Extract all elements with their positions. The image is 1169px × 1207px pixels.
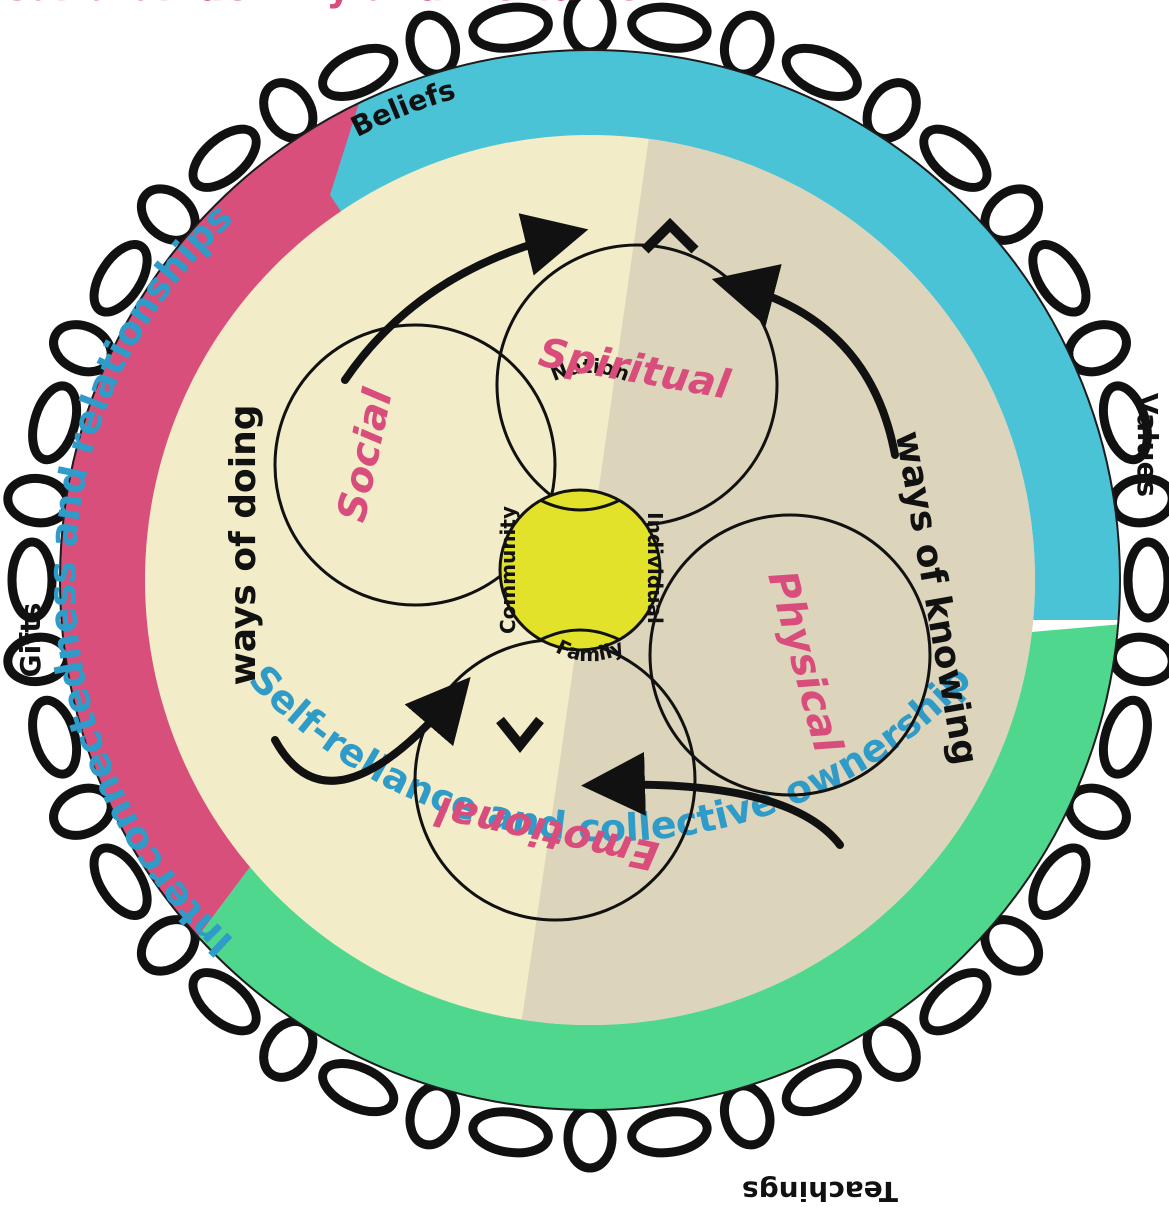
- chain-link: [470, 2, 551, 52]
- chain-link: [629, 2, 710, 52]
- band-label-cultural: Cultural identity and worldview: [0, 0, 676, 9]
- chain-label-teachings: Teachings: [742, 1175, 898, 1202]
- chain-link: [470, 1107, 551, 1157]
- chain-link: [568, 1108, 612, 1168]
- core-label-individual: Individual: [643, 512, 667, 624]
- chain-link: [629, 1107, 710, 1157]
- chain-link: [1109, 633, 1169, 685]
- ways-of-doing-label: ways of doing: [223, 404, 264, 685]
- core-label-community: Community: [496, 506, 520, 634]
- chain-label-values: Values: [1131, 393, 1164, 497]
- chain-link: [1128, 542, 1168, 618]
- core-circle: [500, 490, 660, 650]
